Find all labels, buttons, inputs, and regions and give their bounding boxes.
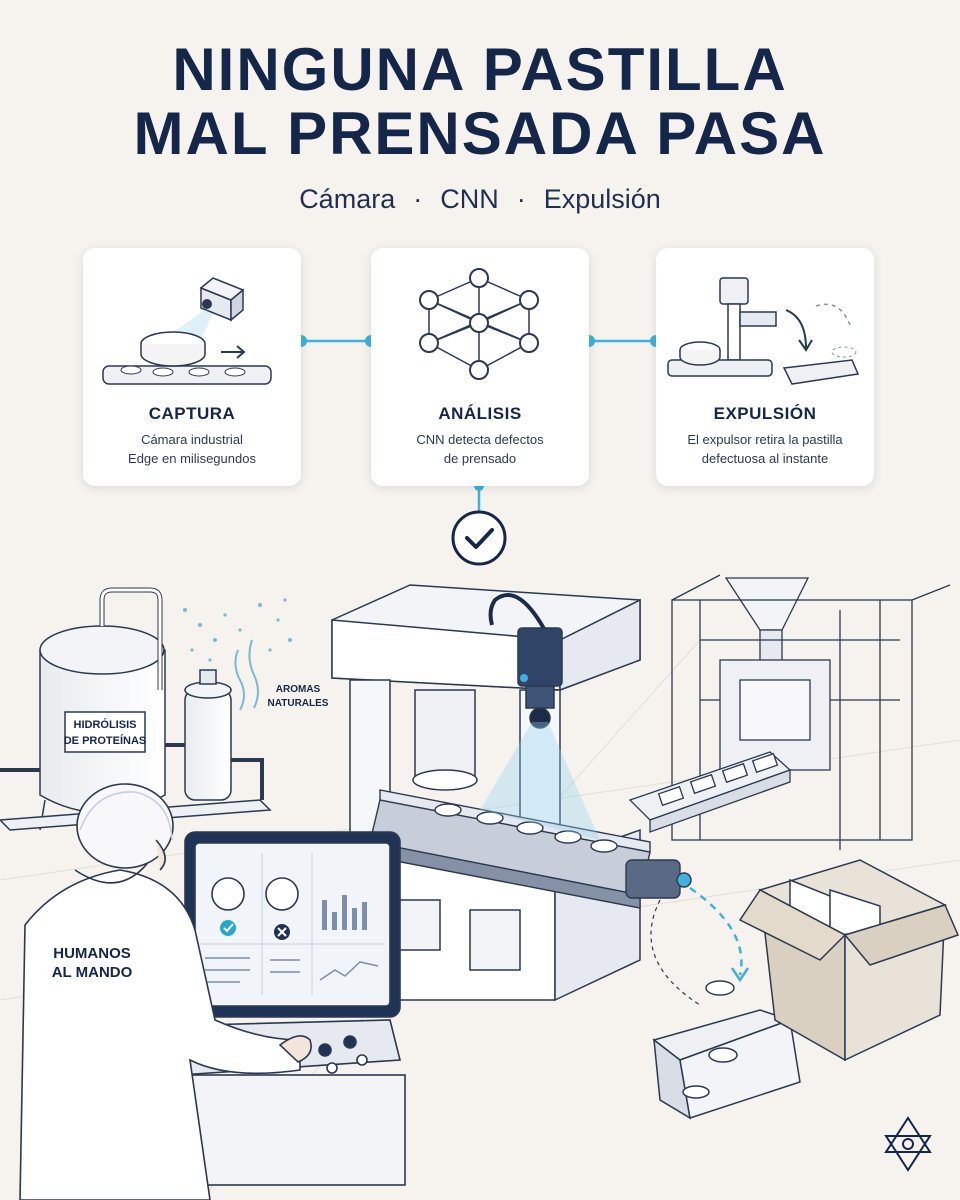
card-title: CAPTURA [148,404,236,423]
operator-worker [19,783,312,1200]
subtitle-camera: Cámara [299,184,396,214]
tank-label-line-2: DE PROTEÍNAS [64,734,147,747]
card-desc-line: Edge en milisegundos [128,451,256,466]
card-description: CNN detecta defectos de prensado [379,430,581,468]
worker-label-line-2: AL MANDO [52,964,133,981]
vision-camera [480,593,600,840]
operator-console [174,831,406,1186]
worker-label-line-1: HUMANOS [53,945,131,962]
aromas-label-line-1: AROMAS [276,684,321,695]
subtitle: Cámara · CNN · Expulsión [0,184,960,215]
step-card-capture: CAPTURA Cámara industrial Edge en milise… [83,248,301,486]
ejection-path [689,886,743,976]
step-card-expulsion: EXPULSIÓN El expulsor retira la pastilla… [656,248,874,486]
subtitle-separator: · [413,184,423,214]
tank-label-line-1: HIDRÓLISIS [74,718,137,731]
card-description: El expulsor retira la pastilla defectuos… [664,430,866,468]
card-desc-line: defectuosa al instante [701,451,829,466]
check-badge-icon [451,510,507,566]
tablet-conveyor [369,789,692,909]
camera-conveyor-icon [102,277,272,385]
card-desc-line: El expulsor retira la pastilla [687,432,843,447]
title-line-1: NINGUNA PASTILLA [172,36,788,103]
subtitle-separator: · [516,184,526,214]
card-desc-line: CNN detecta defectos [416,432,544,447]
packet-conveyor [628,751,792,833]
card-desc-line: de prensado [443,451,517,466]
neural-network-icon [419,268,539,380]
shipping-box [738,859,960,1062]
ejector-icon [667,277,860,385]
card-title: ANÁLISIS [438,404,522,423]
packaging-machine [671,574,951,850]
card-description: Cámara industrial Edge en milisegundos [91,430,293,468]
reject-bin [652,1009,801,1120]
step-card-analysis: ANÁLISIS CNN detecta defectos de prensad… [371,248,589,486]
card-desc-line: Cámara industrial [141,432,243,447]
page-title: NINGUNA PASTILLA MAL PRENSADA PASA [0,38,960,166]
aromas-label-line-2: NATURALES [268,698,329,709]
subtitle-expulsion: Expulsión [543,184,661,214]
aroma-particles [183,598,292,662]
title-line-2: MAL PRENSADA PASA [133,100,827,167]
card-title: EXPULSIÓN [713,404,817,423]
subtitle-cnn: CNN [440,184,499,214]
brand-logo-icon [884,1116,932,1172]
